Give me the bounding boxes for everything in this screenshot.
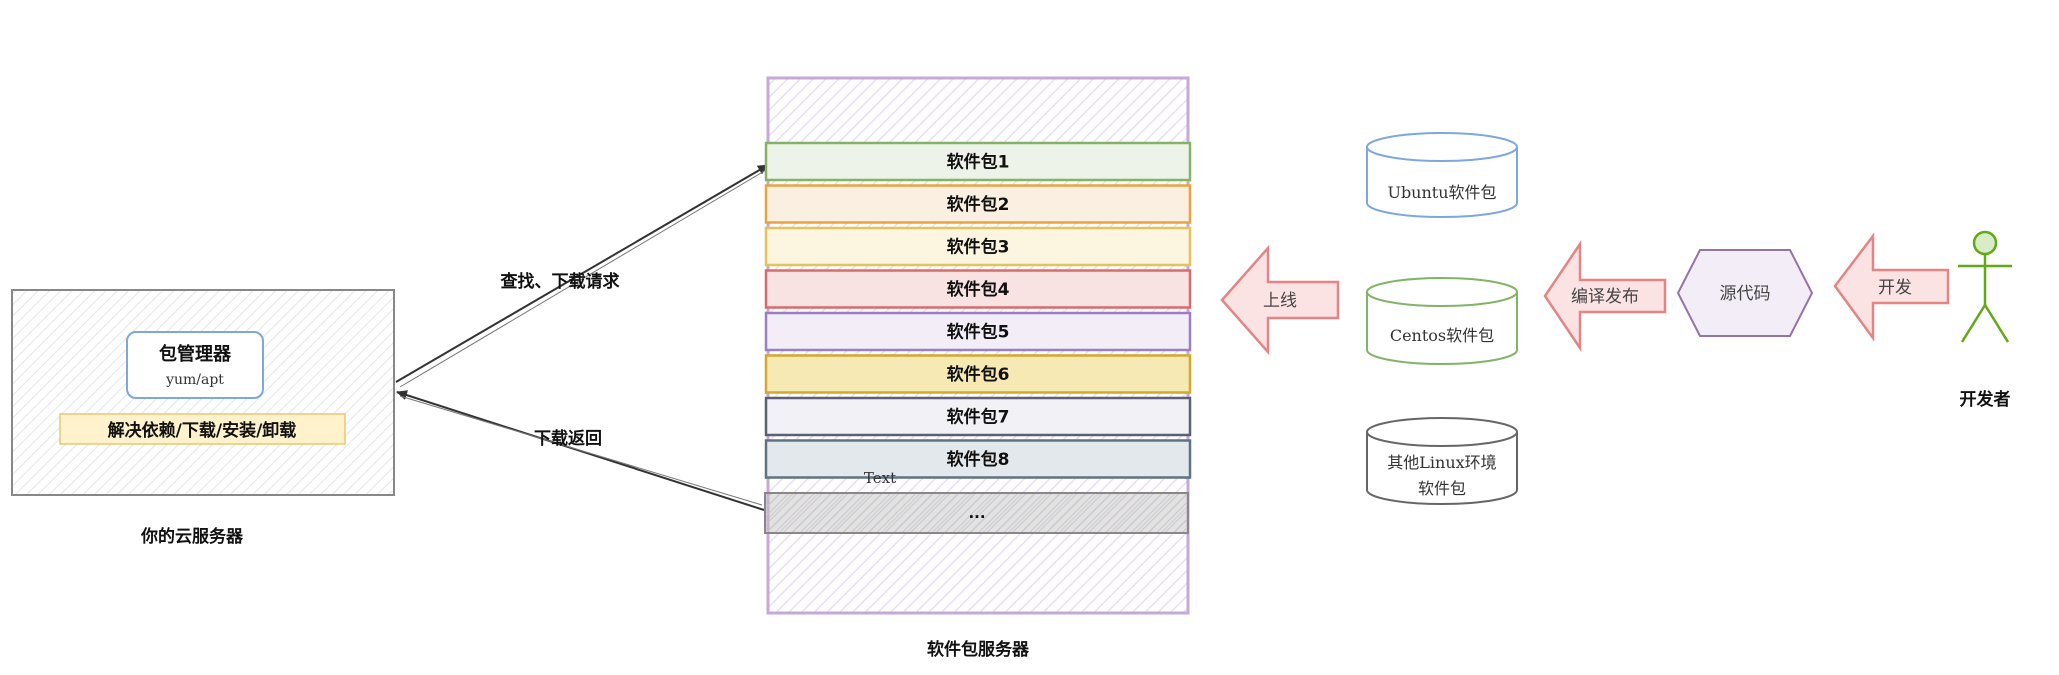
package-server: 软件包1 软件包2 软件包3 软件包4 软件包5 软件包6 软件包7 软件包8 ... Tex… [764,76,1192,660]
package-row-box [764,141,1192,182]
package-manager-label: 包管理器 [159,343,232,365]
more-packages-box [764,492,1189,534]
other-cylinder [1366,432,1518,505]
package-list: 软件包1 软件包2 软件包3 软件包4 软件包5 软件包6 软件包7 软件包8 [764,141,1192,479]
package-row-box [764,439,1192,479]
other-label-line2: 软件包 [1418,479,1466,498]
ubuntu-cylinder [1366,147,1518,218]
compile-publish-label: 编译发布 [1571,287,1639,307]
centos-cylinder [1366,292,1518,365]
package-row-box [764,269,1192,309]
response-label: 下载返回 [534,428,602,449]
compile-publish-arrow-shape [1543,239,1667,353]
centos-repository: Centos软件包 [1366,277,1518,365]
ubuntu-repository: Ubuntu软件包 [1366,132,1518,218]
developer-label: 开发者 [1960,389,2011,410]
request-label: 查找、下载请求 [500,271,620,292]
compile-publish-arrow: 编译发布 [1543,239,1667,353]
package-row-box [764,354,1192,394]
package-row-box [764,396,1192,437]
develop-arrow: 开发 [1833,232,1950,342]
source-code-label: 源代码 [1720,284,1771,304]
package-row-label: 软件包6 [947,364,1010,385]
package-row-label: 软件包5 [947,322,1010,343]
request-arrow-sketch [399,169,767,388]
online-label: 上线 [1263,291,1297,311]
stray-text: Text [864,469,896,487]
developer-icon [1958,230,2012,343]
online-arrow: 上线 [1220,244,1340,356]
developer-right-leg [1983,304,2010,343]
centos-cylinder-top [1366,277,1518,307]
package-row-label: 软件包3 [947,237,1010,258]
centos-label: Centos软件包 [1390,326,1494,345]
more-packages-label: ... [968,504,985,522]
package-row-label: 软件包4 [947,279,1010,300]
source-code-hexagon [1676,249,1814,337]
functions-box [59,413,346,445]
develop-label: 开发 [1878,278,1912,298]
response-arrow-sketch [399,395,763,506]
developer-left-leg [1960,304,1987,343]
request-arrow [395,164,769,383]
package-manager-commands: yum/apt [165,372,224,388]
online-arrow-shape [1220,244,1340,356]
package-row-box [764,184,1192,224]
source-code: 源代码 [1676,249,1814,337]
other-label-line1: 其他Linux环境 [1387,453,1496,472]
more-packages-shade [766,494,1187,532]
other-repository: 其他Linux环境 软件包 [1366,417,1518,505]
developer-head [1972,230,1998,256]
package-row-label: 软件包1 [947,152,1010,173]
ubuntu-cylinder-top [1366,132,1518,162]
develop-arrow-shape [1833,232,1950,342]
other-cylinder-top [1366,417,1518,447]
package-row-box [764,311,1192,352]
cloud-server: 包管理器 yum/apt 解决依赖/下载/安装/卸载 你的云服务器 [11,289,395,547]
package-row-label: 软件包7 [947,407,1010,428]
package-manager-box [126,331,264,399]
ubuntu-label: Ubuntu软件包 [1387,183,1496,202]
package-row-label: 软件包8 [947,449,1010,470]
package-row-label: 软件包2 [947,194,1010,215]
response-arrow [396,390,765,511]
package-server-caption: 软件包服务器 [927,639,1030,660]
cloud-server-caption: 你的云服务器 [140,526,244,547]
functions-label: 解决依赖/下载/安装/卸载 [108,420,297,441]
connections: 查找、下载请求 下载返回 [395,164,769,511]
package-row-box [764,226,1192,267]
